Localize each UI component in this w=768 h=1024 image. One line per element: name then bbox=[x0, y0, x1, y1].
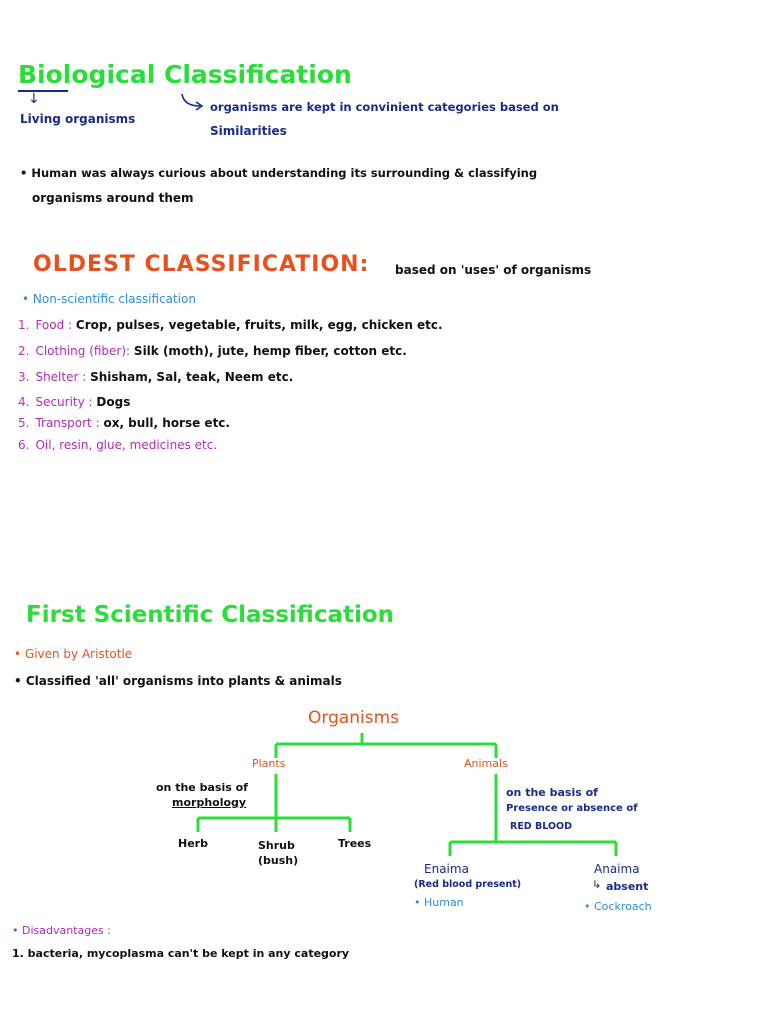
definition-line2: Similarities bbox=[210, 124, 287, 138]
tree-root-organisms: Organisms bbox=[308, 708, 400, 728]
tree-node-shrub: Shrub bbox=[258, 839, 295, 852]
animals-basis-line3: RED BLOOD bbox=[510, 821, 572, 832]
section2-subtitle: based on 'uses' of organisms bbox=[395, 263, 592, 277]
tree-node-animals: Animals bbox=[464, 757, 508, 770]
non-scientific-bullet: • Non-scientific classification bbox=[22, 292, 196, 306]
list-item: 4.Security : Dogs bbox=[18, 395, 131, 409]
aristotle-bullet: • Given by Aristotle bbox=[14, 647, 133, 661]
list-item: 6.Oil, resin, glue, medicines etc. bbox=[18, 438, 218, 452]
list-item: 1.Food : Crop, pulses, vegetable, fruits… bbox=[18, 318, 443, 332]
curved-arrow-icon bbox=[181, 93, 204, 111]
list-item: 2.Clothing (fiber): Silk (moth), jute, h… bbox=[18, 344, 407, 358]
tree-node-shrub-note: (bush) bbox=[258, 854, 299, 867]
tree-node-plants: Plants bbox=[252, 757, 286, 770]
plants-basis-line2: morphology bbox=[172, 796, 247, 809]
curved-arrow-icon: ↳ bbox=[592, 878, 602, 891]
curiosity-line1: • Human was always curious about underst… bbox=[20, 166, 538, 180]
definition-line1: organisms are kept in convinient categor… bbox=[210, 100, 559, 114]
down-arrow-icon: ↓ bbox=[28, 91, 40, 107]
classified-bullet: • Classified 'all' organisms into plants… bbox=[14, 674, 342, 688]
tree-node-herb: Herb bbox=[178, 837, 208, 850]
disadvantage-item: 1. bacteria, mycoplasma can't be kept in… bbox=[12, 947, 350, 960]
living-organisms-label: Living organisms bbox=[20, 112, 136, 126]
section1-title: Biological Classification bbox=[18, 60, 352, 89]
title-underline bbox=[18, 90, 68, 92]
tree-node-enaima: Enaima bbox=[424, 862, 469, 876]
animals-basis-line2: Presence or absence of bbox=[506, 803, 638, 814]
enaima-note: (Red blood present) bbox=[414, 879, 522, 890]
anaima-note: absent bbox=[606, 880, 649, 893]
tree-node-anaima: Anaima bbox=[594, 862, 640, 876]
curiosity-line2: organisms around them bbox=[32, 191, 194, 205]
list-item: 3.Shelter : Shisham, Sal, teak, Neem etc… bbox=[18, 370, 294, 384]
enaima-example: • Human bbox=[414, 896, 464, 909]
tree-node-trees: Trees bbox=[338, 837, 372, 850]
plants-basis-line1: on the basis of bbox=[156, 781, 248, 794]
list-item: 5.Transport : ox, bull, horse etc. bbox=[18, 416, 230, 430]
disadvantages-title: • Disadvantages : bbox=[12, 924, 111, 937]
section3-title: First Scientific Classification bbox=[26, 602, 395, 628]
anaima-example: • Cockroach bbox=[584, 900, 652, 913]
animals-basis-line1: on the basis of bbox=[506, 786, 598, 799]
section2-title: OLDEST CLASSIFICATION: bbox=[33, 252, 370, 277]
